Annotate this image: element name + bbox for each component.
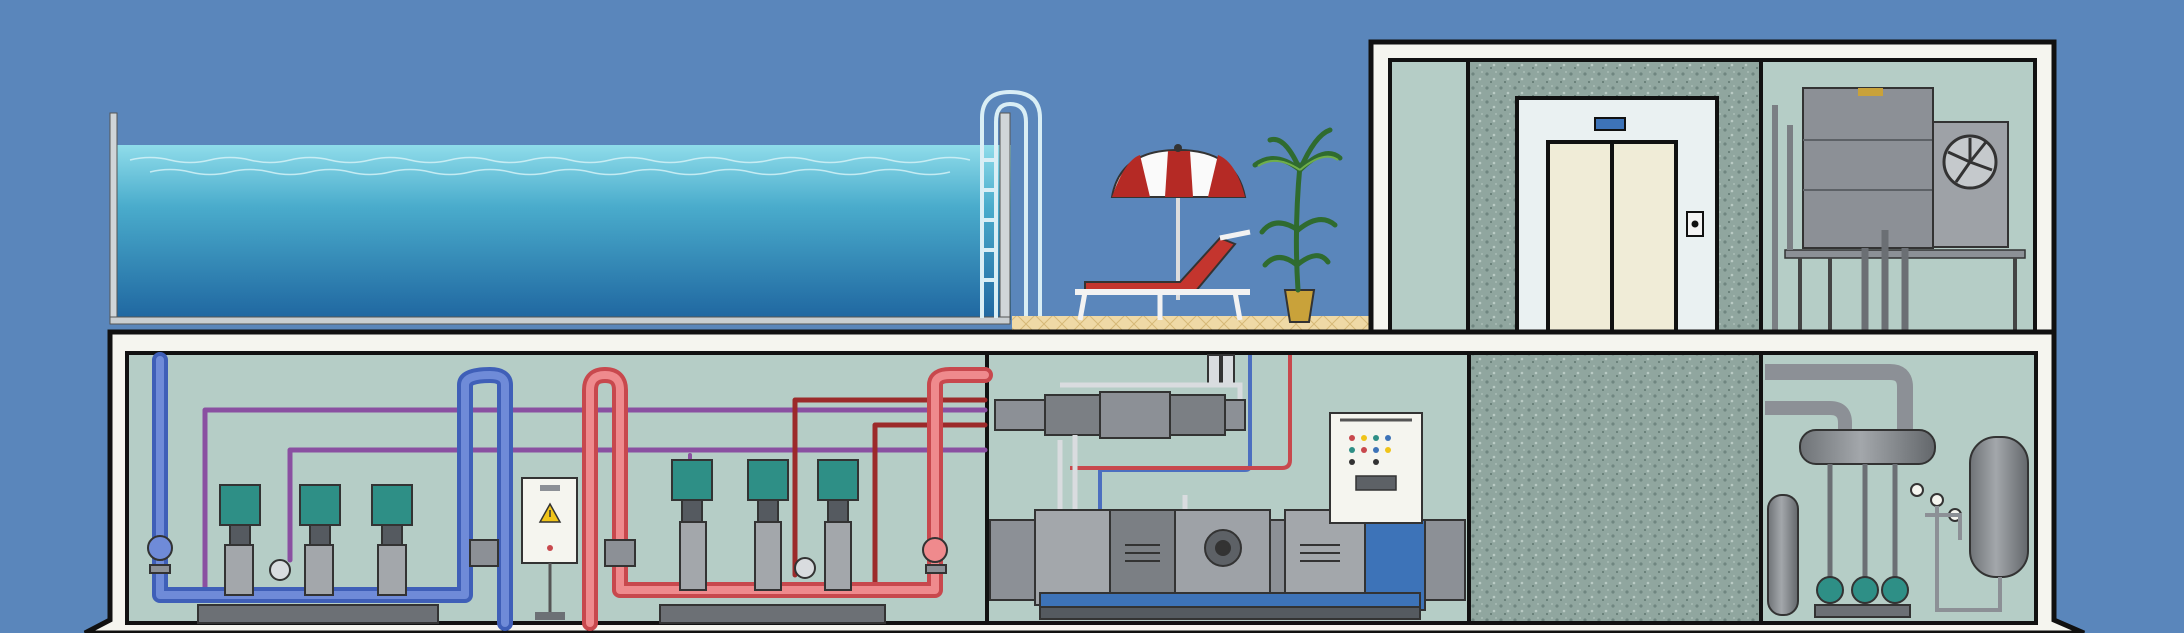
pool-wave-lines [129,156,971,176]
warning-triangle-icon [538,502,562,523]
pool-wall-left [109,112,118,324]
pump-control-panel[interactable] [521,477,578,620]
storage-tank-right [1969,436,2029,578]
pipe-valves [147,535,948,574]
rooftop-cooling-unit [1772,87,2026,335]
beach-umbrella [1110,144,1247,300]
rooftop-pool [109,112,1011,325]
roof-room-left [1388,58,1470,337]
valve-wheel-blue[interactable] [147,535,173,561]
elevator-indicator [1594,117,1626,131]
hvac-control-cabinet[interactable] [1329,412,1423,524]
potted-palm [1252,127,1343,323]
expansion-tank-left [1767,494,1799,616]
valve-wheel-red[interactable] [922,537,948,563]
hvac-ductwork [994,354,1292,533]
boiler-room-equipment [1765,364,2029,618]
pool-deck [1012,316,1372,330]
pool-floor [109,316,1011,325]
fan-icon [1942,134,1998,190]
sun-lounger [1075,229,1251,321]
elevator-door-right[interactable] [1610,140,1678,340]
air-handling-unit [989,509,1466,620]
elevator-door-left[interactable] [1546,140,1614,340]
pool-wall-right [999,112,1011,324]
elevator [1515,96,1719,340]
elevator-call-button-icon[interactable] [1686,211,1704,237]
pump-set-right [659,459,886,624]
pump-set-left [197,484,439,624]
pump-room-piping [152,352,993,631]
pool-ladder [980,89,1042,318]
elevator-shaft-lower [1467,351,1763,625]
